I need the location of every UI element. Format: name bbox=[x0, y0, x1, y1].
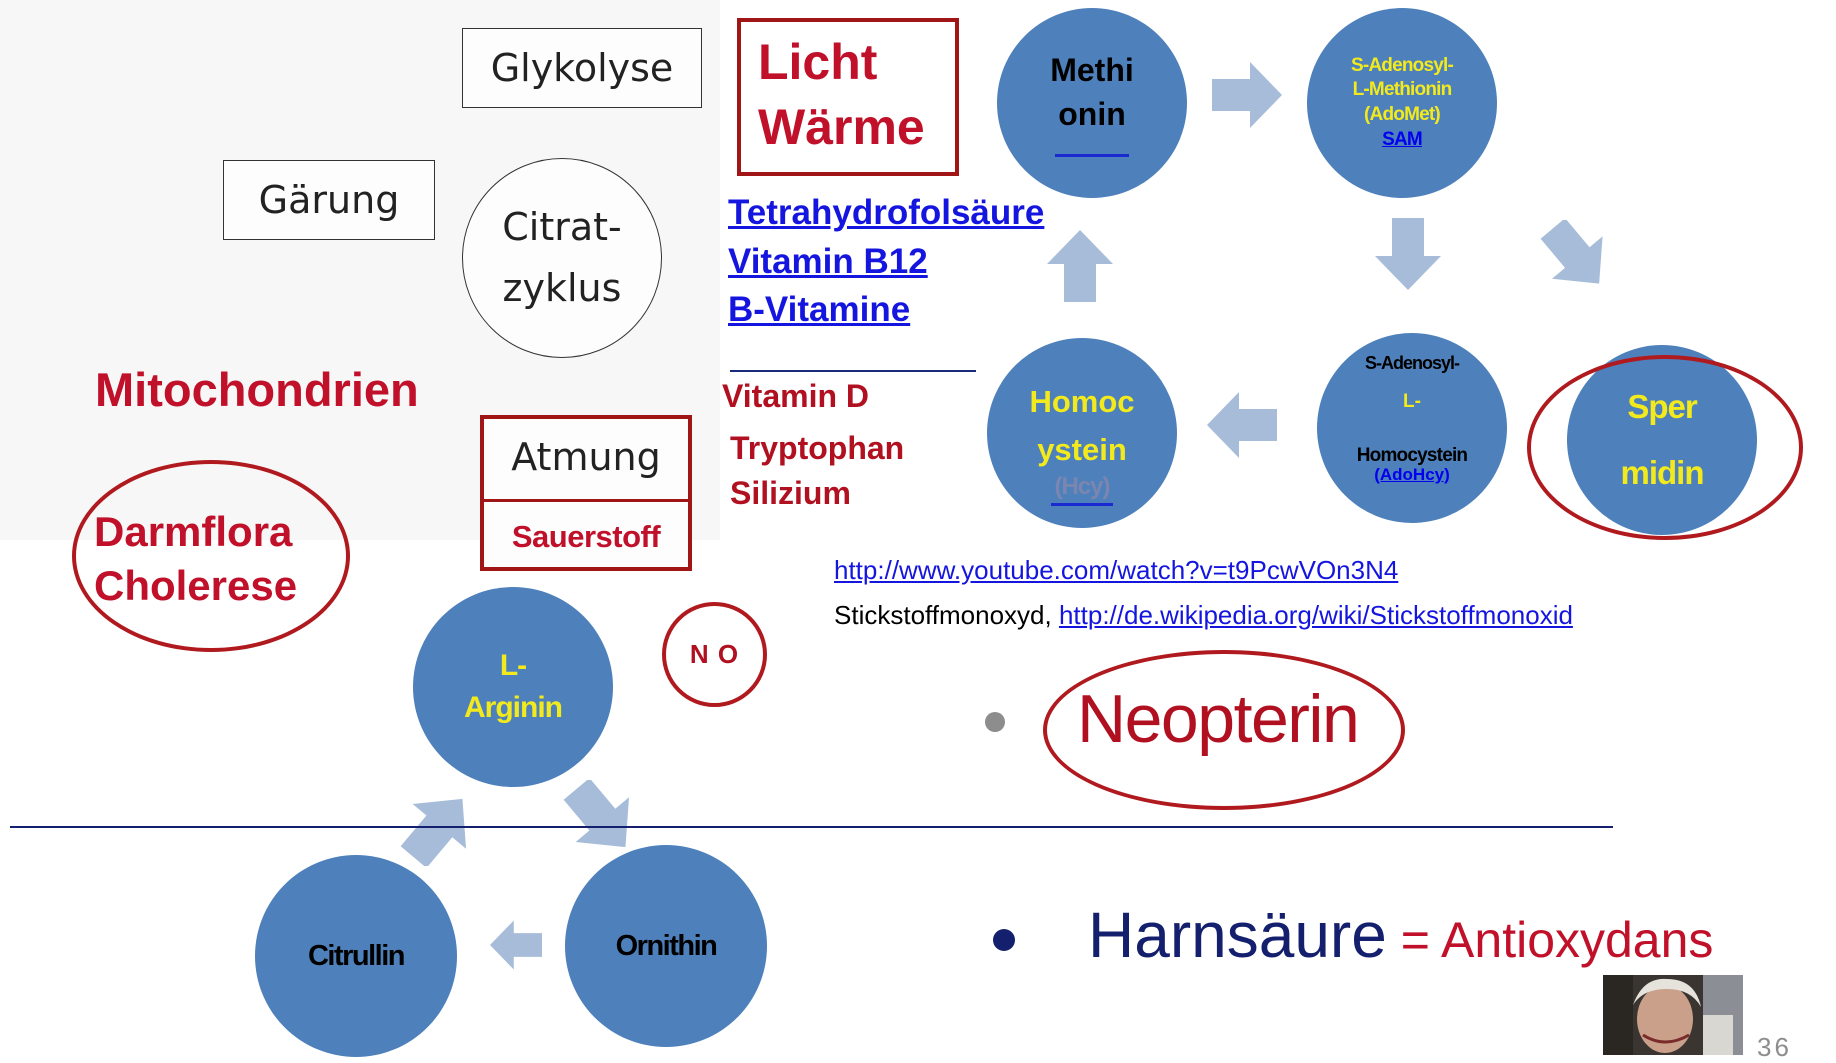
stickstoffmonoxyd-line: Stickstoffmonoxyd, http://de.wikipedia.o… bbox=[834, 600, 1573, 631]
youtube-link[interactable]: http://www.youtube.com/watch?v=t9PcwVOn3… bbox=[834, 555, 1399, 585]
citrat-label: Citrat- bbox=[502, 205, 622, 250]
b-vitamine-link[interactable]: B-Vitamine bbox=[728, 290, 911, 329]
homocystein-circle: Homoc ystein (Hcy) bbox=[987, 338, 1177, 528]
no-circle: N O bbox=[662, 602, 767, 707]
harnsaeure-line: Harnsäure = Antioxydans bbox=[1088, 898, 1713, 972]
arginin-label-1: L- bbox=[499, 649, 527, 682]
cholerese-label: Cholerese bbox=[94, 562, 298, 609]
citrullin-circle: Citrullin bbox=[255, 855, 457, 1057]
waerme-label: Wärme bbox=[758, 99, 925, 155]
arrow-up-right-icon bbox=[400, 798, 467, 866]
sauerstoff-label: Sauerstoff bbox=[511, 519, 661, 554]
portrait-photo bbox=[1603, 975, 1743, 1055]
mitochondrien-label: Mitochondrien bbox=[95, 363, 419, 416]
citratzyklus-circle: Citrat- zyklus bbox=[462, 158, 662, 358]
bullet-dot-harnsaeure bbox=[993, 929, 1015, 951]
neopterin-ellipse bbox=[1043, 650, 1405, 810]
vitamin-b12-link[interactable]: Vitamin B12 bbox=[728, 242, 928, 281]
ornithin-label: Ornithin bbox=[615, 929, 718, 962]
spermidin-ellipse bbox=[1527, 355, 1803, 540]
horizontal-divider bbox=[10, 826, 1613, 828]
citrullin-label: Citrullin bbox=[307, 939, 406, 972]
sah-label-3: Homocystein bbox=[1356, 445, 1468, 466]
stickstoffmonoxyd-label: Stickstoffmonoxyd, bbox=[834, 600, 1059, 630]
glykolyse-box: Glykolyse bbox=[462, 28, 702, 108]
arrow-down-right-urea-icon bbox=[563, 780, 630, 848]
arginin-label-2: Arginin bbox=[464, 691, 563, 724]
methionin-label-1: Methi bbox=[1050, 52, 1134, 89]
zyklus-label: zyklus bbox=[502, 266, 622, 310]
gaerung-label: Gärung bbox=[258, 178, 400, 222]
vitamin-d-label: Vitamin D bbox=[722, 378, 869, 414]
harnsaeure-label: Harnsäure bbox=[1088, 899, 1387, 971]
sam-label-3: (AdoMet) bbox=[1364, 104, 1441, 125]
wikipedia-link[interactable]: http://de.wikipedia.org/wiki/Stickstoffm… bbox=[1058, 600, 1573, 630]
neopterin-label: Neopterin bbox=[1077, 681, 1360, 757]
glykolyse-label: Glykolyse bbox=[490, 46, 674, 90]
licht-waerme-box bbox=[737, 18, 959, 176]
darmflora-label: Darmflora bbox=[94, 508, 293, 555]
gaerung-box: Gärung bbox=[223, 160, 435, 240]
sah-label-2: L- bbox=[1403, 391, 1421, 412]
arrow-right-icon bbox=[1212, 62, 1282, 128]
sah-label-1: S-Adenosyl- bbox=[1364, 353, 1460, 373]
bullet-dot-neopterin bbox=[985, 712, 1005, 732]
arrow-up-icon bbox=[1047, 230, 1113, 302]
no-label: N O bbox=[689, 639, 740, 669]
antioxydans-label: = Antioxydans bbox=[1386, 912, 1714, 968]
adohcy-link[interactable]: (AdoHcy) bbox=[1374, 465, 1450, 484]
silizium-label: Silizium bbox=[730, 475, 851, 511]
sah-circle: S-Adenosyl- L- Homocystein (AdoHcy) bbox=[1317, 333, 1507, 523]
sam-circle: S-Adenosyl- L-Methionin (AdoMet) SAM bbox=[1307, 8, 1497, 198]
sam-label-2: L-Methionin bbox=[1352, 79, 1453, 101]
tetrahydrofolsaeure-link[interactable]: Tetrahydrofolsäure bbox=[728, 193, 1045, 232]
l-arginin-circle: L- Arginin bbox=[413, 587, 613, 787]
methionin-circle: Methi onin bbox=[997, 8, 1187, 198]
tryptophan-label: Tryptophan bbox=[730, 430, 905, 466]
homoc-label-2: ystein bbox=[1037, 432, 1127, 468]
licht-label: Licht bbox=[758, 34, 878, 90]
hcy-label: (Hcy) bbox=[1054, 473, 1110, 501]
atmung-label: Atmung bbox=[511, 435, 661, 479]
methionin-label-2: onin bbox=[1058, 95, 1126, 132]
ornithin-circle: Ornithin bbox=[565, 845, 767, 1047]
arrow-down-right-icon bbox=[1540, 220, 1603, 284]
homoc-label-1: Homoc bbox=[1029, 384, 1135, 420]
page-number: 36 bbox=[1757, 1032, 1792, 1062]
separator-line bbox=[730, 370, 976, 372]
sam-label-1: S-Adenosyl- bbox=[1350, 54, 1454, 76]
arrow-left-icon bbox=[1207, 392, 1277, 458]
arrow-left-urea-icon bbox=[490, 920, 542, 970]
arrow-down-icon bbox=[1375, 218, 1441, 290]
atmung-box: Atmung Sauerstoff bbox=[480, 415, 692, 571]
darmflora-ellipse bbox=[72, 460, 350, 652]
sam-link[interactable]: SAM bbox=[1382, 128, 1423, 150]
